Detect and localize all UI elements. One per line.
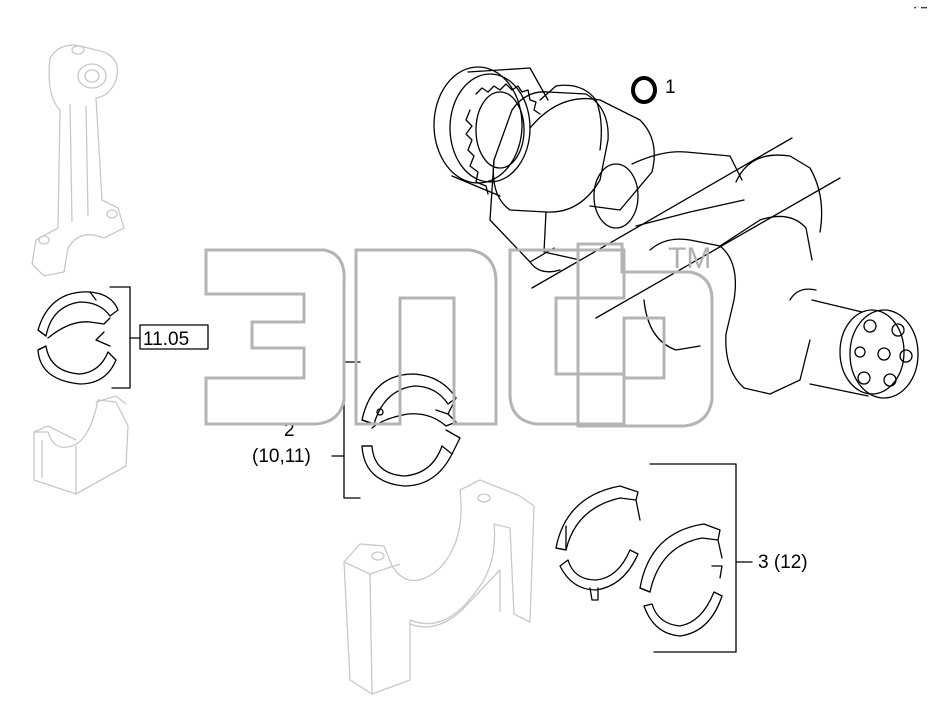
conrod-bearing-shells xyxy=(37,291,119,385)
callout-part-3: 3 (12) xyxy=(758,552,808,573)
bracket-part-2 xyxy=(343,361,361,499)
ref-label-11-05: 11.05 xyxy=(143,329,189,350)
watermark-logo xyxy=(204,242,714,428)
bracket-part-3 xyxy=(649,463,737,653)
main-bearing-cap-ghost xyxy=(343,479,535,695)
watermark-tm: TM xyxy=(668,242,711,275)
callout-part-1: 1 xyxy=(665,77,676,98)
callout-part-2-sub: (10,11) xyxy=(252,446,311,467)
thrust-washers xyxy=(555,485,723,637)
connecting-rod-ghost xyxy=(31,44,125,277)
corner-mark: •⁻ ••• xyxy=(914,6,927,12)
conrod-cap-ghost xyxy=(33,395,129,495)
o-ring-part-1 xyxy=(631,76,657,104)
main-bearing-shells xyxy=(361,373,461,487)
crankshaft xyxy=(433,66,919,399)
bracket-11-05 xyxy=(109,286,209,389)
callout-part-2: 2 xyxy=(284,420,295,441)
